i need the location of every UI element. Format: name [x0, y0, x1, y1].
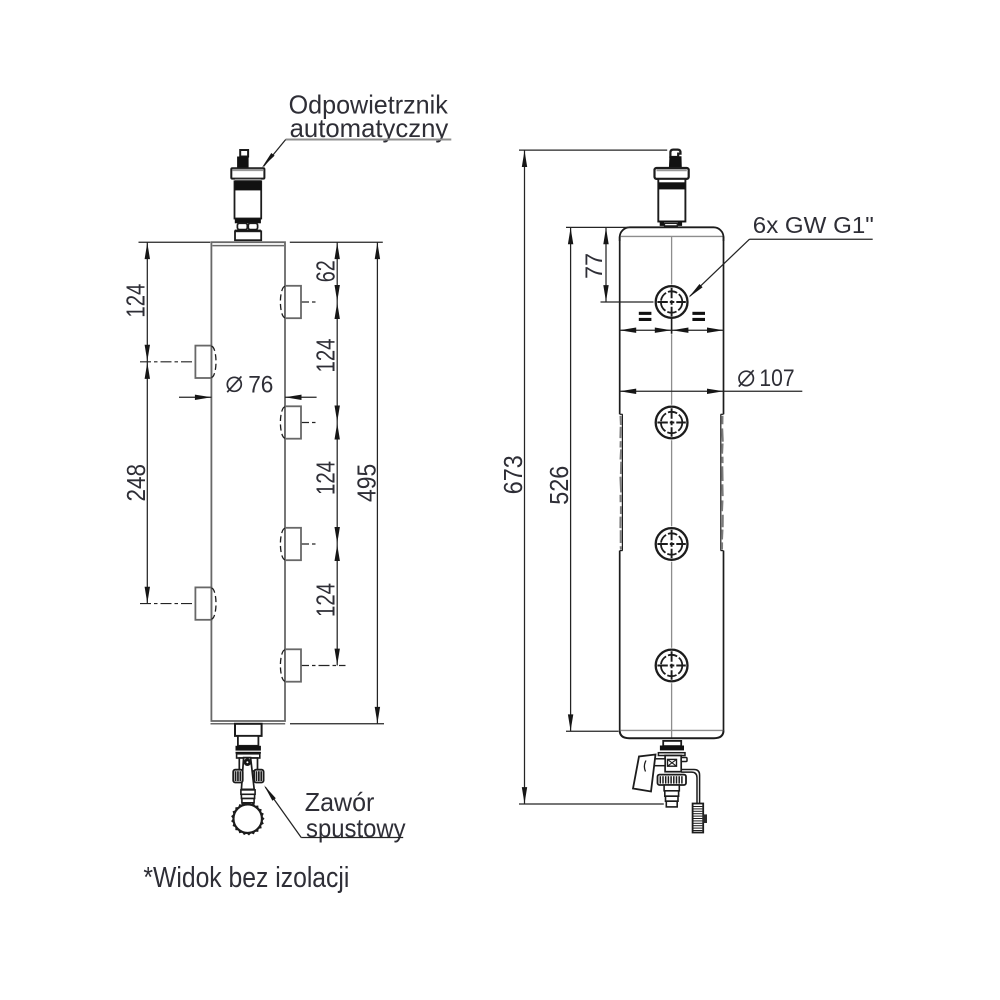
- svg-text:6x GW G1": 6x GW G1": [753, 212, 874, 238]
- svg-text:495: 495: [352, 464, 382, 502]
- svg-text:spustowy: spustowy: [306, 813, 406, 843]
- svg-text:248: 248: [121, 464, 151, 502]
- svg-text:124: 124: [311, 461, 341, 495]
- svg-text:526: 526: [544, 466, 574, 505]
- svg-text:124: 124: [121, 284, 151, 318]
- svg-text:107: 107: [759, 365, 794, 392]
- svg-text:Zawór: Zawór: [305, 787, 375, 817]
- svg-text:automatyczny: automatyczny: [290, 113, 449, 143]
- svg-text:*Widok bez izolacji: *Widok bez izolacji: [143, 862, 349, 894]
- svg-text:Odpowietrznik: Odpowietrznik: [289, 90, 449, 120]
- svg-text:76: 76: [248, 371, 273, 398]
- svg-text:124: 124: [311, 339, 341, 373]
- svg-text:62: 62: [311, 260, 341, 282]
- svg-text:673: 673: [498, 455, 528, 494]
- svg-text:77: 77: [581, 253, 608, 279]
- svg-text:124: 124: [311, 583, 341, 617]
